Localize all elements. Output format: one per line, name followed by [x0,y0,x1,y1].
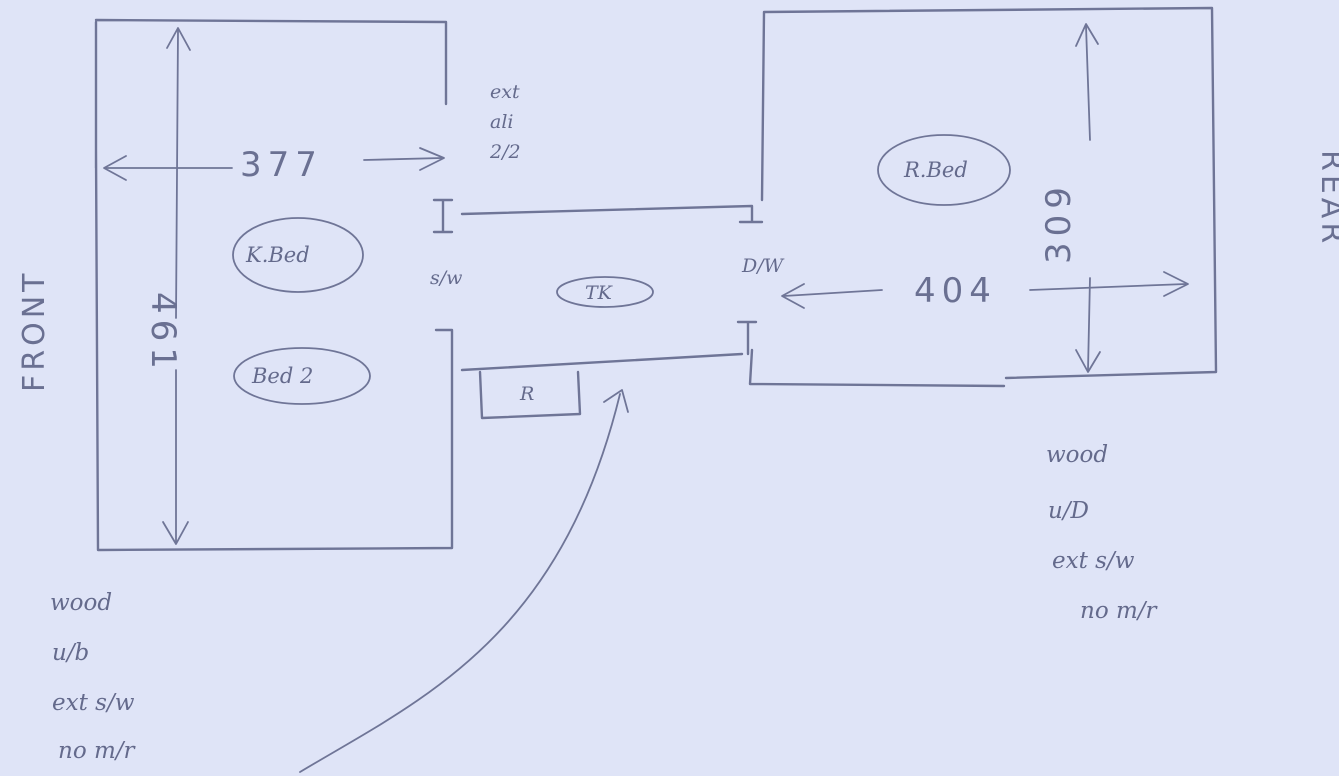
pointer-arrow [299,389,629,773]
left-door-label: s/w [430,267,462,289]
front-room-width-label: 377 [240,145,323,185]
front-note-3: ext s/w [52,690,135,716]
rear-side-label: REAR [1314,150,1339,247]
right-door-label: D/W [741,255,785,277]
rear-room-length-arrow [1075,23,1101,373]
k-bed-label: K.Bed [245,243,310,267]
wall-note-line-3: 2/2 [489,141,521,163]
r-box [478,370,582,420]
front-note-4: no m/r [58,738,137,764]
rear-note-1: wood [1046,442,1108,468]
front-room-length-arrow [162,27,191,545]
front-room-length-label: 461 [143,292,183,375]
front-room-outline [94,18,454,552]
bed-2-label: Bed 2 [251,364,313,388]
front-side-label: FRONT [17,270,52,392]
bed-2-circle [233,347,371,405]
rear-note-3: ext s/w [1052,548,1135,574]
front-room-width-arrow [103,147,445,181]
rear-room-length-label: 309 [1039,181,1079,264]
rear-note-4: no m/r [1080,598,1159,624]
rear-room-width-label: 404 [914,271,997,311]
r-bed-label: R.Bed [903,158,968,182]
rear-room-width-arrow [781,271,1189,309]
tk-label: TK [585,282,614,304]
wall-note-line-2: ali [490,111,513,133]
tk-circle [556,276,654,308]
r-bed-circle [877,134,1011,206]
passage-outline [432,198,764,372]
front-note-2: u/b [52,640,89,666]
wall-note-line-1: ext [490,81,520,103]
k-bed-circle [232,217,364,293]
rear-room-outline [748,6,1218,388]
rear-note-2: u/D [1048,498,1089,524]
front-note-1: wood [50,590,112,616]
r-label: R [519,383,534,405]
